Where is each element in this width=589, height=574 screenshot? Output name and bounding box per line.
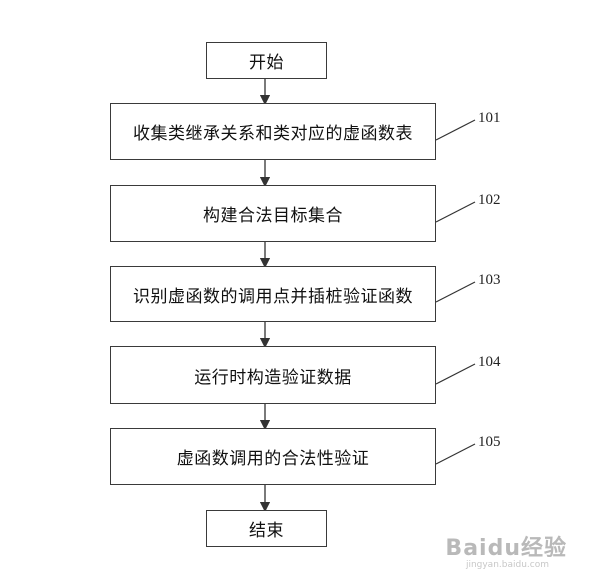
start-node: 开始 <box>206 42 327 79</box>
end-node: 结束 <box>206 510 327 547</box>
leader-104 <box>435 363 476 385</box>
step-104-box: 运行时构造验证数据 <box>110 346 436 404</box>
leader-105 <box>435 443 476 465</box>
step-104-ref: 104 <box>478 354 501 370</box>
watermark-logo: Baidu经验 <box>445 536 567 561</box>
step-103-box: 识别虚函数的调用点并插桩验证函数 <box>110 266 436 322</box>
leader-102 <box>435 201 476 223</box>
leader-101 <box>435 119 476 141</box>
step-102-ref: 102 <box>478 192 501 208</box>
watermark-url: jingyan.baidu.com <box>465 560 549 570</box>
leader-103 <box>435 281 476 303</box>
step-101-box: 收集类继承关系和类对应的虚函数表 <box>110 103 436 160</box>
step-101-ref: 101 <box>478 110 501 126</box>
step-102-box: 构建合法目标集合 <box>110 185 436 242</box>
step-103-ref: 103 <box>478 272 501 288</box>
step-105-box: 虚函数调用的合法性验证 <box>110 428 436 485</box>
step-105-ref: 105 <box>478 434 501 450</box>
